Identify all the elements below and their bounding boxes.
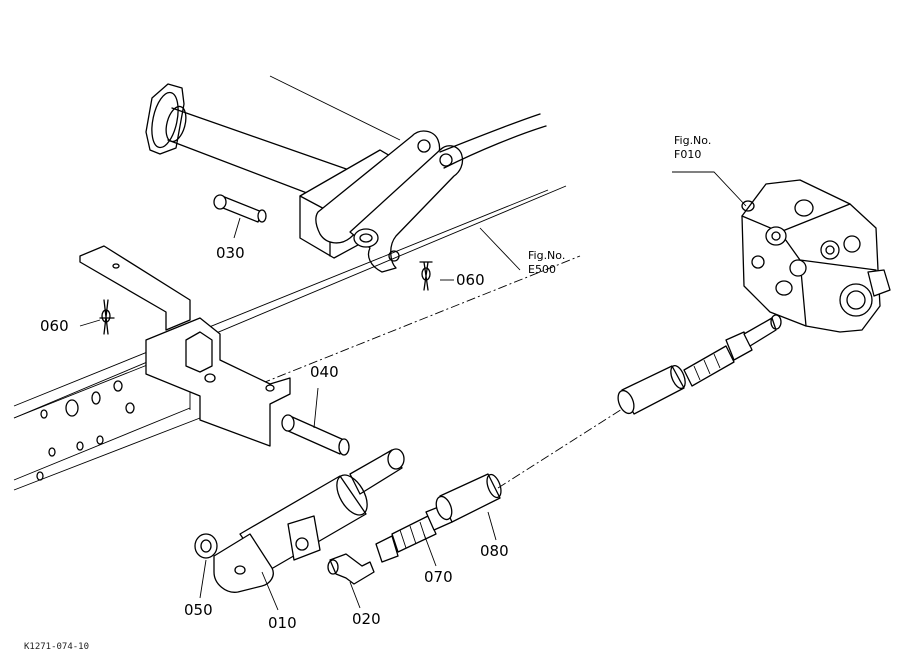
- callout-040: 040: [310, 363, 339, 381]
- callout-020: 020: [352, 610, 381, 628]
- callout-060-right: 060: [456, 271, 485, 289]
- callout-030: 030: [216, 244, 245, 262]
- hydraulic-cylinder-010: [213, 448, 405, 593]
- washer-050: [194, 533, 218, 559]
- leader-lines: [79, 171, 747, 611]
- mounting-bracket: [79, 245, 291, 447]
- pin-030: [213, 194, 267, 223]
- callout-060-left: 060: [40, 317, 69, 335]
- callout-080: 080: [480, 542, 509, 560]
- figure-ref-f010[interactable]: Fig.No. F010: [674, 134, 711, 162]
- frame-rail: [13, 185, 581, 491]
- callout-070: 070: [424, 568, 453, 586]
- cotter-pin-060-right: [419, 261, 433, 291]
- figure-ref-e500[interactable]: Fig.No. E500: [528, 249, 565, 277]
- cotter-pin-060-left: [99, 299, 115, 335]
- hydraulic-hose: [497, 314, 782, 489]
- figure-ref-f010-line1: Fig.No.: [674, 134, 712, 147]
- hose-sleeve-080: [435, 473, 502, 523]
- figure-ref-e500-line1: Fig.No.: [528, 249, 566, 262]
- control-valve: [741, 179, 891, 333]
- pin-040: [281, 414, 350, 456]
- drawing-code: K1271-074-10: [24, 642, 90, 652]
- callout-050: 050: [184, 601, 213, 619]
- callout-010: 010: [268, 614, 297, 632]
- elbow-fitting-020: [327, 553, 375, 585]
- figure-ref-e500-line2: E500: [528, 262, 556, 276]
- hose-fitting-070: [375, 503, 453, 563]
- upper-axle-assembly: [145, 75, 547, 273]
- figure-ref-f010-line2: F010: [674, 147, 702, 161]
